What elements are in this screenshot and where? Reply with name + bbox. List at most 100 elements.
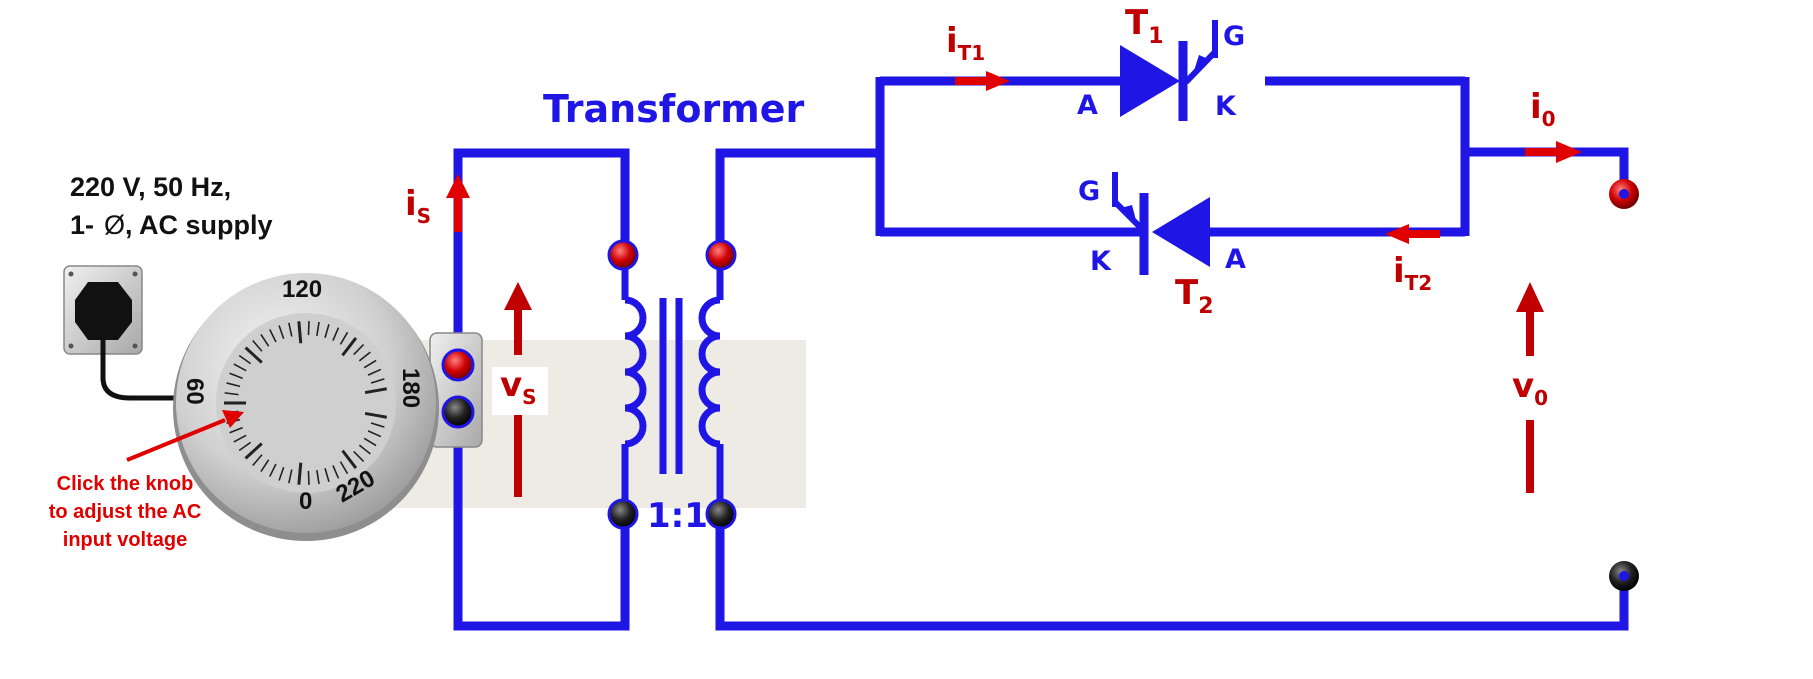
terminal-secondary-top bbox=[705, 239, 737, 271]
knob-scale-tick bbox=[363, 359, 377, 369]
t2-anode-label: A bbox=[1225, 244, 1246, 275]
knob-hint-line-2: to adjust the AC bbox=[49, 501, 202, 523]
knob-scale-tick bbox=[244, 442, 263, 460]
terminal-primary-bottom bbox=[607, 498, 639, 530]
knob-scale-tick bbox=[297, 321, 303, 344]
knob-scale-tick bbox=[278, 466, 285, 481]
wire-secondary-bottom bbox=[715, 514, 1629, 631]
knob-scale-tick bbox=[363, 437, 377, 447]
knob-scale-tick bbox=[367, 368, 382, 376]
t1-gate-arrow bbox=[1192, 55, 1208, 77]
io-arrow bbox=[1556, 141, 1582, 163]
t1-anode-label: A bbox=[1077, 90, 1098, 121]
supply-line-2: 1-Ø, AC supply bbox=[70, 210, 273, 240]
transformer-title: Transformer bbox=[543, 87, 805, 131]
socket-face bbox=[75, 282, 132, 340]
knob-scale-tick bbox=[358, 351, 371, 362]
knob-scale-tick bbox=[332, 327, 340, 341]
knob-scale-tick bbox=[332, 465, 340, 479]
t2-cathode-label: K bbox=[1090, 246, 1112, 277]
label-it1: iT1 bbox=[946, 21, 985, 65]
transformer: Transformer 1:1 bbox=[543, 87, 805, 536]
knob-hint-line-3: input voltage bbox=[63, 529, 187, 551]
turns-ratio: 1:1 bbox=[647, 496, 708, 536]
knob-scale-tick bbox=[224, 392, 239, 396]
knob-scale-tick bbox=[316, 470, 320, 485]
supply-cable bbox=[100, 340, 190, 401]
t1-gate-label: G bbox=[1223, 21, 1245, 52]
knob-scale-tick bbox=[358, 444, 371, 455]
label-it2: iT2 bbox=[1393, 251, 1432, 295]
t1-triangle bbox=[1120, 45, 1180, 117]
knob-scale-tick bbox=[269, 463, 277, 477]
primary-coil bbox=[624, 296, 647, 448]
supply-line-1: 220 V, 50 Hz, bbox=[70, 172, 231, 202]
knob-hint-arrow bbox=[126, 410, 244, 462]
wire-output-top bbox=[1465, 147, 1629, 190]
label-is: iS bbox=[405, 184, 431, 228]
knob-scale-tick bbox=[229, 426, 243, 434]
label-io: i0 bbox=[1530, 87, 1556, 131]
knob-tick-0: 0 bbox=[299, 488, 312, 515]
knob-scale-tick bbox=[297, 462, 303, 485]
knob-tick-60: 60 bbox=[181, 378, 208, 405]
t1-cathode-label: K bbox=[1215, 91, 1237, 122]
knob-scale-tick bbox=[370, 422, 385, 428]
knob-scale-tick bbox=[260, 334, 270, 347]
knob-scale-tick bbox=[307, 321, 310, 336]
t2-triangle bbox=[1152, 197, 1210, 267]
thyristor-t1: A K G T1 bbox=[1077, 3, 1245, 122]
knob-scale-tick bbox=[370, 378, 385, 384]
knob-scale-tick bbox=[238, 441, 252, 452]
voltage-knob[interactable]: 120 180 220 0 60 bbox=[173, 273, 439, 541]
terminal-primary-top bbox=[607, 239, 639, 271]
vs-label-bg bbox=[492, 367, 548, 415]
knob-scale-tick bbox=[278, 325, 285, 340]
knob-scale-tick bbox=[341, 449, 358, 469]
wire-secondary-top bbox=[715, 148, 880, 255]
knob-dial-face[interactable] bbox=[216, 313, 396, 493]
t1-name-label: T1 bbox=[1125, 3, 1164, 49]
knob-scale-tick bbox=[229, 372, 243, 380]
is-arrow bbox=[446, 174, 470, 198]
it2-arrow bbox=[1385, 224, 1409, 244]
t2-gate-label: G bbox=[1078, 176, 1100, 207]
knob-scale-tick bbox=[341, 337, 358, 357]
knob-scale-tick bbox=[353, 450, 365, 462]
knob-scale-tick bbox=[233, 363, 247, 372]
knob-scale-tick bbox=[364, 411, 388, 419]
knob-scale-tick bbox=[233, 434, 247, 443]
knob-scale-tick bbox=[260, 459, 270, 472]
knob-scale-tick bbox=[238, 354, 252, 365]
t2-name-label: T2 bbox=[1175, 273, 1214, 319]
label-vs: vS bbox=[500, 365, 537, 409]
label-vo: v0 bbox=[1512, 366, 1548, 410]
knob-scale-tick bbox=[324, 324, 330, 338]
current-arrows bbox=[446, 71, 1582, 244]
thyristor-t2: A K G T2 bbox=[1078, 172, 1246, 319]
knob-scale-tick bbox=[244, 346, 263, 364]
knob-tick-180: 180 bbox=[397, 368, 424, 408]
vo-arrow-head bbox=[1516, 282, 1544, 312]
knob-scale-tick bbox=[353, 344, 365, 356]
terminal-box-red bbox=[441, 348, 475, 382]
knob-scale-tick bbox=[339, 461, 349, 475]
voltage-arrows bbox=[504, 282, 1544, 497]
terminal-secondary-bottom bbox=[705, 498, 737, 530]
it1-arrow bbox=[986, 71, 1010, 91]
knob-scale-tick bbox=[252, 340, 263, 352]
knob-scale-tick bbox=[324, 468, 330, 482]
knob-scale-tick bbox=[307, 470, 310, 485]
wire-primary-top bbox=[453, 148, 630, 365]
knob-hint-line-1: Click the knob bbox=[57, 473, 194, 495]
secondary-coil bbox=[698, 296, 721, 448]
knob-scale-tick bbox=[288, 469, 293, 484]
vs-arrow-head bbox=[504, 282, 532, 310]
wire-primary-bottom bbox=[453, 412, 630, 631]
t2-gate-arrow bbox=[1121, 205, 1137, 224]
knob-scale-tick bbox=[288, 322, 293, 337]
knob-scale-tick bbox=[226, 382, 241, 388]
knob-scale-tick bbox=[269, 329, 277, 343]
terminal-box-black bbox=[441, 395, 475, 429]
